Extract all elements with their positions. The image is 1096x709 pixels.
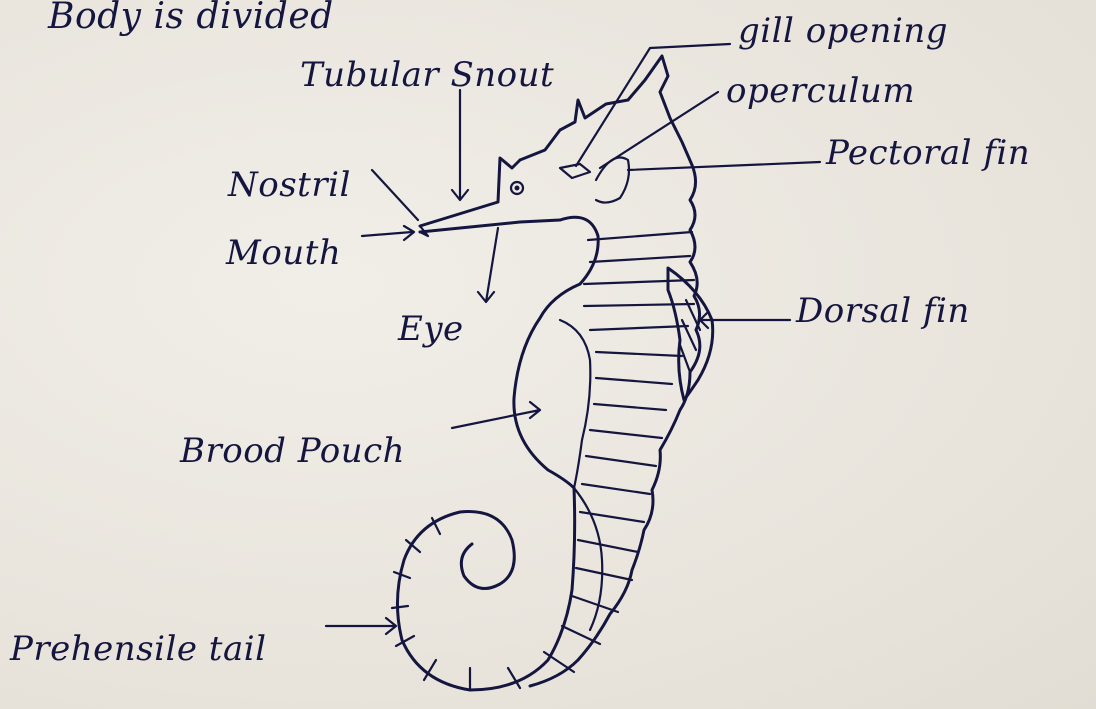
label-pectoral-fin: Pectoral fin [825, 133, 1030, 173]
seahorse-outline [392, 56, 713, 690]
snout-pointer [452, 90, 468, 200]
brood-pouch-outline [514, 284, 580, 488]
pouch-inner-line [560, 320, 590, 488]
nostril-pointer [372, 170, 418, 220]
label-nostril: Nostril [227, 165, 351, 205]
snout-top-line [420, 158, 520, 226]
label-mouth: Mouth [225, 233, 341, 273]
eye-pointer [478, 228, 498, 302]
label-dorsal-fin: Dorsal fin [795, 291, 970, 331]
snout-bottom-line [420, 220, 560, 232]
label-prehensile-tail: Prehensile tail [9, 629, 266, 669]
label-operculum: operculum [726, 71, 915, 111]
eye-pupil [515, 186, 520, 191]
body-rings [392, 232, 694, 690]
label-eye: Eye [397, 309, 464, 349]
tail-inner-line [574, 488, 602, 630]
operculum-shape [596, 158, 629, 203]
mouth-pointer [362, 226, 414, 240]
label-brood-pouch: Brood Pouch [179, 431, 405, 471]
header-fragment: Body is divided [47, 0, 334, 37]
pectoral-fin-pointer [628, 162, 820, 170]
neck-front [560, 217, 598, 284]
tail-pointer [326, 618, 396, 634]
gill-opening-pointer [576, 44, 730, 166]
label-tubular-snout: Tubular Snout [300, 55, 554, 95]
tail-spiral [397, 488, 574, 690]
back-outline [530, 165, 700, 686]
operculum-pointer [600, 92, 718, 168]
brood-pouch-pointer [452, 402, 540, 428]
label-gill-opening: gill opening [738, 11, 948, 51]
